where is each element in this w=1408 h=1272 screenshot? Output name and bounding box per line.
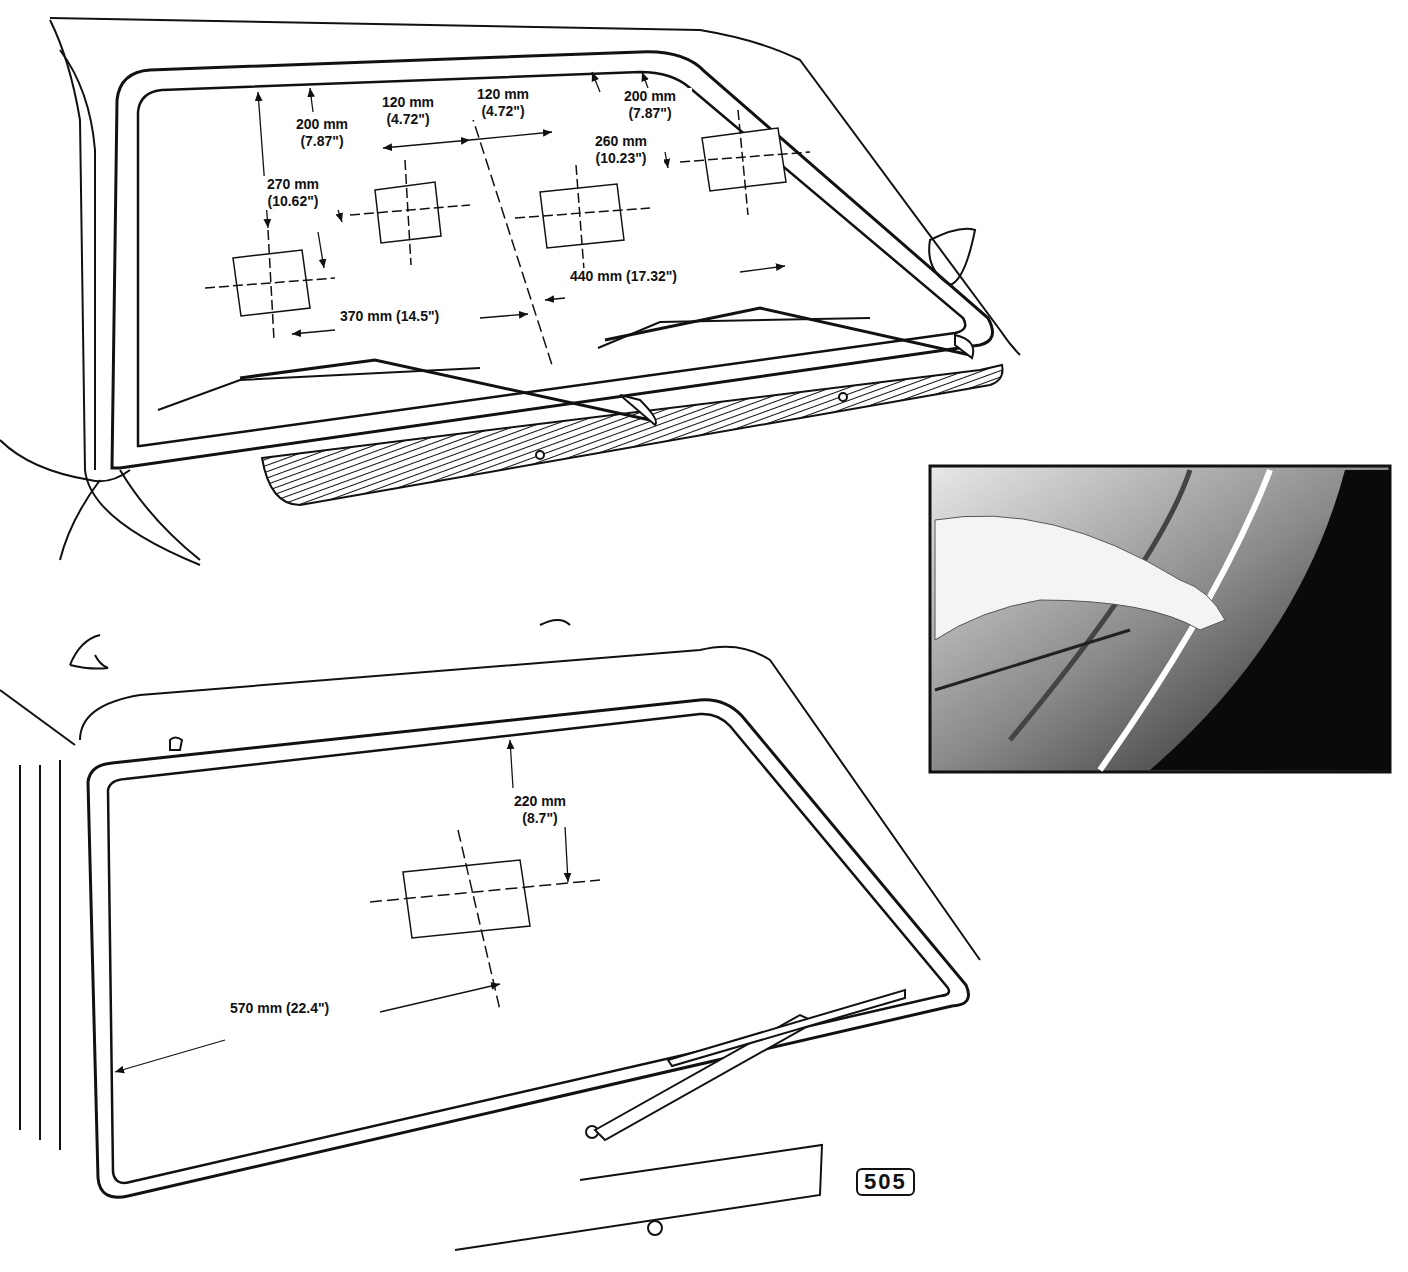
dimension-label: 220 mm (8.7") <box>500 793 580 827</box>
dimension-line <box>115 740 568 1072</box>
dimension-label: 260 mm (10.23") <box>578 133 664 167</box>
sticker-position <box>205 110 810 365</box>
dimension-label: 570 mm (22.4") <box>228 1000 331 1017</box>
dimension-label: 120 mm (4.72") <box>373 94 443 128</box>
rear-car <box>0 620 980 1250</box>
dimension-label: 370 mm (14.5") <box>338 308 441 325</box>
sticker-position <box>370 830 600 1010</box>
dimension-label: 440 mm (17.32") <box>568 268 679 285</box>
dimension-line <box>258 72 785 334</box>
dimension-label: 200 mm (7.87") <box>608 88 692 122</box>
front-car <box>0 18 1020 565</box>
model-badge: 505 <box>856 1168 915 1196</box>
dimension-label: 120 mm (4.72") <box>468 86 538 120</box>
inset-photo <box>930 466 1390 772</box>
dimension-label: 200 mm (7.87") <box>284 116 360 150</box>
dimension-label: 270 mm (10.62") <box>250 176 336 210</box>
